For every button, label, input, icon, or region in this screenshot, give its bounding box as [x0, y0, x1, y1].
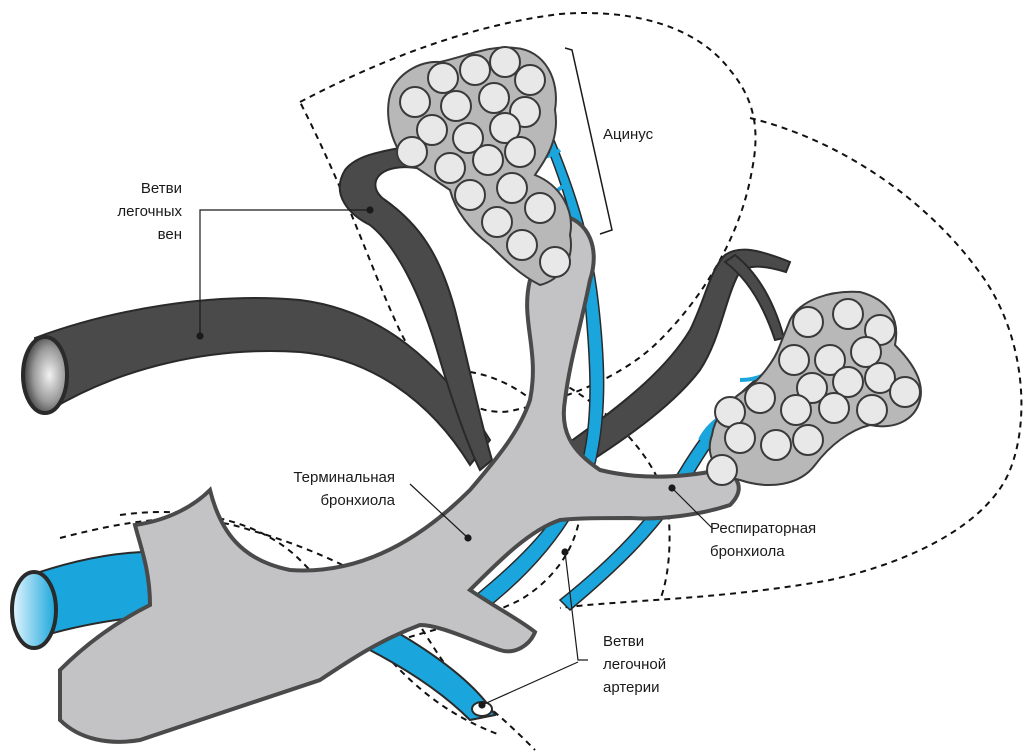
veins-leader-dot-2 [197, 333, 203, 339]
artery-opening [12, 572, 56, 648]
label-terminal-line-1: Терминальная [293, 469, 395, 486]
label-veins-line-3: вен [158, 226, 182, 243]
artery-leader-2 [482, 662, 578, 705]
label-terminal-line-2: бронхиола [320, 492, 395, 509]
label-veins-line-1: Ветви [141, 180, 182, 197]
label-respiratory-line-2: бронхиола [710, 543, 785, 560]
respiratory-leader-dot [669, 485, 675, 491]
artery-leader-dot-1 [562, 549, 568, 555]
pulmonary-veins [23, 140, 790, 480]
vein-opening [23, 337, 67, 413]
label-acinus: Ацинус [603, 126, 654, 143]
label-artery-line-3: артерии [603, 679, 660, 696]
label-respiratory-line-1: Респираторная [710, 520, 816, 537]
artery-leader-dot-2 [479, 702, 485, 708]
main-vein-trunk [35, 298, 490, 465]
terminal-leader-dot [465, 535, 471, 541]
label-artery-line-1: Ветви [603, 633, 644, 650]
veins-leader-dot-1 [367, 207, 373, 213]
label-veins-line-2: легочных [117, 203, 182, 220]
label-artery-line-2: легочной [603, 656, 666, 673]
